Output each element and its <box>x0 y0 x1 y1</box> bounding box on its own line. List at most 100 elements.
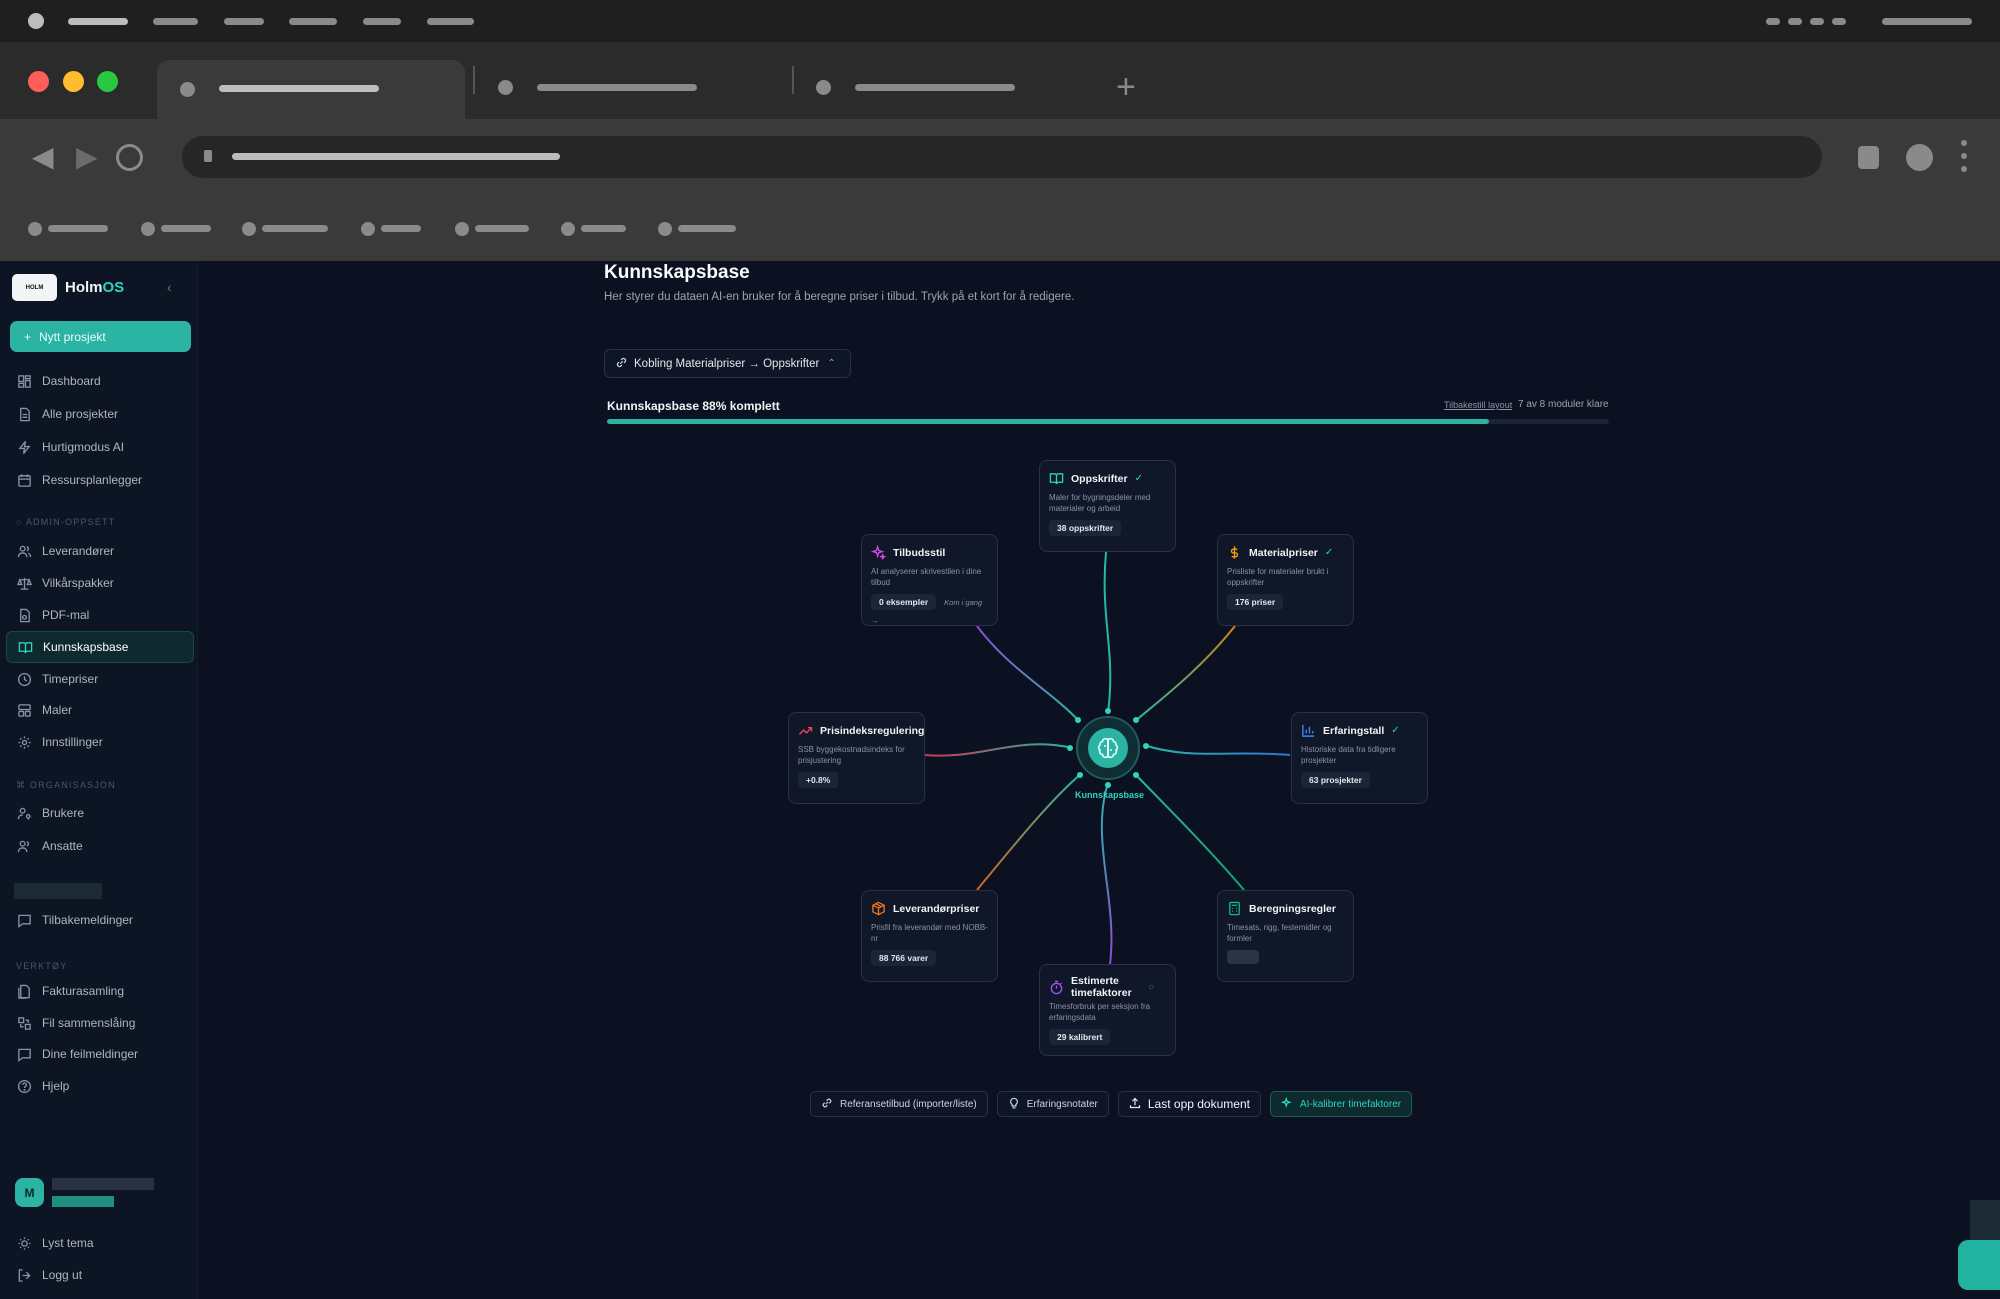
redacted-user-role <box>52 1196 114 1207</box>
ai-calibrate-button[interactable]: AI-kalibrer timefaktorer <box>1269 1091 1413 1117</box>
upload-document-button[interactable]: Last opp dokument <box>1117 1091 1261 1117</box>
get-started-link[interactable]: Kom i gang → <box>871 598 983 625</box>
theme-toggle[interactable]: Lyst tema <box>6 1228 194 1258</box>
browser-menu-icon[interactable] <box>1961 140 1967 176</box>
browser-tab[interactable] <box>855 84 1015 91</box>
menu-item[interactable] <box>363 18 401 25</box>
edge-beregningsregler <box>1133 772 1245 891</box>
reset-layout-link[interactable]: Tilbakestill layout <box>1444 400 1513 410</box>
avatar[interactable]: M <box>15 1178 44 1207</box>
sidebar-item-feedback[interactable]: Tilbakemeldinger <box>6 905 194 935</box>
sidebar-item-pdf-template[interactable]: PDF-mal <box>6 600 194 630</box>
maximize-window-button[interactable] <box>97 71 118 92</box>
menu-item[interactable] <box>153 18 198 25</box>
sidebar-item-hourly-rates[interactable]: Timepriser <box>6 664 194 694</box>
apple-icon[interactable] <box>28 13 44 29</box>
file-icon <box>16 406 32 422</box>
book-icon <box>17 639 33 655</box>
extension-icon[interactable] <box>1858 146 1879 169</box>
bookmark-item[interactable] <box>581 225 626 232</box>
reference-offers-button[interactable]: Referansetilbud (importer/liste) <box>810 1091 988 1117</box>
close-window-button[interactable] <box>28 71 49 92</box>
sidebar-item-knowledge-base[interactable]: Kunnskapsbase <box>6 631 194 663</box>
card-materialpriser[interactable]: Materialpriser ✓ Prisliste for materiale… <box>1217 534 1354 626</box>
card-oppskrifter[interactable]: Oppskrifter ✓ Maler for bygningsdeler me… <box>1039 460 1176 552</box>
bookmark-icon[interactable] <box>28 222 42 236</box>
bookmark-item[interactable] <box>161 225 211 232</box>
card-estimerte-timefaktorer[interactable]: Estimerte timefaktorer ○ Timesforbruk pe… <box>1039 964 1176 1056</box>
card-description: Timesats, rigg, festemidler og formler <box>1227 923 1332 943</box>
logout-icon <box>16 1267 32 1283</box>
menu-item[interactable] <box>289 18 337 25</box>
status-icon[interactable] <box>1810 18 1824 25</box>
card-tilbudsstil[interactable]: Tilbudsstil AI analyserer skrivestilen i… <box>861 534 998 626</box>
status-icon[interactable] <box>1788 18 1802 25</box>
card-erfaringstall[interactable]: Erfaringstall ✓ Historiske data fra tidl… <box>1291 712 1428 804</box>
browser-tab-active[interactable] <box>157 60 465 120</box>
link-icon <box>615 356 628 372</box>
brand[interactable]: HOLM HolmOS <box>12 274 124 301</box>
menu-item[interactable] <box>224 18 264 25</box>
address-bar[interactable] <box>182 136 1822 178</box>
browser-tab[interactable] <box>537 84 697 91</box>
sidebar-item-label: Fil sammenslåing <box>42 1016 136 1030</box>
bookmark-icon[interactable] <box>361 222 375 236</box>
card-leverandorpriser[interactable]: Leverandørpriser Prisfil fra leverandør … <box>861 890 998 982</box>
sidebar-item-resource-planner[interactable]: Ressursplanlegger <box>6 465 194 495</box>
sidebar-item-file-merge[interactable]: Fil sammenslåing <box>6 1008 194 1038</box>
card-badge: 29 kalibrert <box>1049 1029 1111 1045</box>
status-icon[interactable] <box>1832 18 1846 25</box>
forward-icon[interactable]: ▶ <box>76 141 98 172</box>
collapse-sidebar-icon[interactable]: ‹ <box>167 279 172 295</box>
sidebar-item-your-errors[interactable]: Dine feilmeldinger <box>6 1039 194 1069</box>
card-prisindeksregulering[interactable]: Prisindeksregulering SSB byggekostnadsin… <box>788 712 925 804</box>
card-title: Materialpriser <box>1249 546 1318 559</box>
sidebar-item-suppliers[interactable]: Leverandører <box>6 536 194 566</box>
scale-icon <box>16 575 32 591</box>
minimize-window-button[interactable] <box>63 71 84 92</box>
redacted-item <box>14 883 102 899</box>
profile-icon[interactable] <box>1906 144 1933 171</box>
bookmark-icon[interactable] <box>561 222 575 236</box>
sidebar-item-quick-ai[interactable]: Hurtigmodus AI <box>6 432 194 462</box>
new-project-button[interactable]: + Nytt prosjekt <box>10 321 191 352</box>
bookmark-icon[interactable] <box>242 222 256 236</box>
sidebar-item-all-projects[interactable]: Alle prosjekter <box>6 399 194 429</box>
sidebar-item-settings[interactable]: Innstillinger <box>6 727 194 757</box>
bookmark-icon[interactable] <box>658 222 672 236</box>
link-icon <box>821 1097 833 1112</box>
sidebar-item-label: Hjelp <box>42 1079 70 1093</box>
logout-button[interactable]: Logg ut <box>6 1260 194 1290</box>
check-circle-icon: ✓ <box>1134 473 1143 484</box>
sidebar-item-employees[interactable]: Ansatte <box>6 831 194 861</box>
sidebar-item-label: Timepriser <box>42 672 99 686</box>
menu-item[interactable] <box>427 18 474 25</box>
status-icon[interactable] <box>1766 18 1780 25</box>
sidebar-item-invoice-collection[interactable]: Fakturasamling <box>6 976 194 1006</box>
bookmark-item[interactable] <box>262 225 328 232</box>
knowledge-base-hub[interactable] <box>1076 716 1140 780</box>
menu-app-name[interactable] <box>68 18 128 25</box>
bookmark-icon[interactable] <box>141 222 155 236</box>
sidebar-item-help[interactable]: Hjelp <box>6 1071 194 1101</box>
experience-notes-button[interactable]: Erfaringsnotater <box>996 1091 1109 1117</box>
new-tab-icon[interactable]: + <box>1116 68 1136 106</box>
sidebar-item-dashboard[interactable]: Dashboard <box>6 366 194 396</box>
back-icon[interactable]: ◀ <box>32 141 54 172</box>
bookmark-item[interactable] <box>678 225 736 232</box>
sidebar-item-templates[interactable]: Maler <box>6 695 194 725</box>
sidebar-item-terms-packages[interactable]: Vilkårspakker <box>6 568 194 598</box>
bookmark-item[interactable] <box>381 225 421 232</box>
connection-selector[interactable]: Kobling Materialpriser → Oppskrifter ⌃ <box>604 349 851 378</box>
check-circle-icon: ✓ <box>1391 725 1400 736</box>
sidebar-item-users[interactable]: Brukere <box>6 798 194 828</box>
bookmark-item[interactable] <box>475 225 529 232</box>
bookmark-item[interactable] <box>48 225 108 232</box>
sidebar-item-label: Leverandører <box>42 544 115 558</box>
card-description: Maler for bygningsdeler med materialer o… <box>1049 493 1151 513</box>
card-beregningsregler[interactable]: Beregningsregler Timesats, rigg, festemi… <box>1217 890 1354 982</box>
check-circle-icon: ✓ <box>1324 547 1334 558</box>
bookmark-icon[interactable] <box>455 222 469 236</box>
chat-widget-button[interactable] <box>1958 1200 2000 1290</box>
reload-icon[interactable] <box>116 144 143 171</box>
